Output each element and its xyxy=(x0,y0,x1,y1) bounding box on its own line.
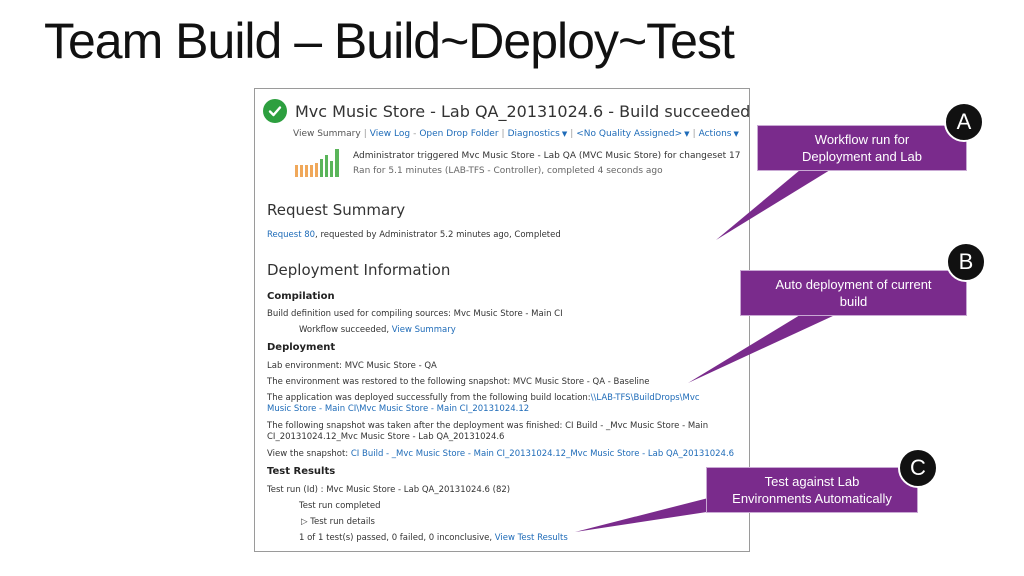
quality-menu[interactable]: <No Quality Assigned> xyxy=(576,129,683,139)
build-location-link-continued: Music Store - Main CI\Mvc Music Store - … xyxy=(267,404,529,415)
build-actions-bar: View Summary|View Log-Open Drop Folder|D… xyxy=(293,129,739,139)
request-summary-line: Request 80, requested by Administrator 5… xyxy=(267,230,561,241)
test-run-line: Test run (Id) : Mvc Music Store - Lab QA… xyxy=(267,485,511,495)
workflow-view-summary-link[interactable]: View Summary xyxy=(391,325,456,335)
diagnostics-menu[interactable]: Diagnostics xyxy=(507,129,560,139)
callout-a-pointer xyxy=(716,170,830,240)
callout-c-pointer xyxy=(575,495,720,532)
chevron-down-icon[interactable]: ▼ xyxy=(684,130,690,138)
separator: | xyxy=(363,129,367,139)
open-drop-folder-link[interactable]: Open Drop Folder xyxy=(419,129,499,139)
view-snapshot-text: View the snapshot: xyxy=(267,449,351,459)
view-snapshot-line: View the snapshot: CI Build - _Mvc Music… xyxy=(267,449,734,460)
callout-b-pointer xyxy=(688,315,835,383)
workflow-status: Workflow succeeded, xyxy=(299,325,392,335)
deployment-information-heading: Deployment Information xyxy=(267,261,451,279)
view-log-link[interactable]: View Log xyxy=(369,129,411,139)
build-history-chart-icon xyxy=(295,149,339,177)
test-run-completed: Test run completed xyxy=(299,501,381,511)
callout-b-line-1: Auto deployment of current xyxy=(775,277,932,292)
callout-a-line-2: Deployment and Lab xyxy=(802,149,922,164)
build-header: Mvc Music Store - Lab QA_20131024.6 - Bu… xyxy=(263,99,750,123)
callout-b-badge: B xyxy=(946,242,986,282)
slide-title: Team Build – Build~Deploy~Test xyxy=(44,13,735,69)
build-summary-panel: Mvc Music Store - Lab QA_20131024.6 - Bu… xyxy=(254,88,750,552)
callout-a-badge: A xyxy=(944,102,984,142)
run-duration-info: Ran for 5.1 minutes (LAB-TFS - Controlle… xyxy=(353,166,663,176)
chevron-down-icon[interactable]: ▼ xyxy=(561,130,568,138)
callout-c-badge: C xyxy=(898,448,938,488)
request-link[interactable]: Request 80 xyxy=(267,230,316,240)
callout-b-line-2: build xyxy=(839,294,868,309)
check-circle-icon xyxy=(263,99,287,123)
test-summary-line: 1 of 1 test(s) passed, 0 failed, 0 incon… xyxy=(299,533,568,544)
trigger-info: Administrator triggered Mvc Music Store … xyxy=(353,151,741,161)
separator: - xyxy=(413,129,417,139)
snapshot-taken-line: The following snapshot was taken after t… xyxy=(267,421,709,431)
test-results-heading: Test Results xyxy=(267,466,336,477)
callout-a-line-1: Workflow run for xyxy=(814,132,910,147)
deployed-from-line: The application was deployed successfull… xyxy=(267,393,700,404)
snapshot-link[interactable]: CI Build - _Mvc Music Store - Main CI_20… xyxy=(350,449,735,459)
environment-restored-line: The environment was restored to the foll… xyxy=(267,377,650,387)
deployment-heading: Deployment xyxy=(267,342,336,353)
build-definition-line: Build definition used for compiling sour… xyxy=(267,309,563,319)
lab-environment-line: Lab environment: MVC Music Store - QA xyxy=(267,361,437,371)
separator: | xyxy=(501,129,505,139)
test-summary-text: 1 of 1 test(s) passed, 0 failed, 0 incon… xyxy=(299,533,495,543)
workflow-line: Workflow succeeded, View Summary xyxy=(299,325,456,336)
request-details: , requested by Administrator 5.2 minutes… xyxy=(315,230,561,240)
snapshot-taken-line-2: CI_20131024.12_Mvc Music Store - Lab QA_… xyxy=(267,432,505,442)
view-summary-link[interactable]: View Summary xyxy=(293,129,361,139)
separator: | xyxy=(692,129,696,139)
callout-c-line-1: Test against Lab xyxy=(764,474,860,489)
deployed-from-text: The application was deployed successfull… xyxy=(267,393,591,403)
compilation-heading: Compilation xyxy=(267,291,335,302)
request-summary-heading: Request Summary xyxy=(267,201,406,219)
actions-menu[interactable]: Actions xyxy=(698,129,732,139)
callout-b: Auto deployment of current build xyxy=(740,270,967,316)
build-location-link[interactable]: \\LAB-TFS\BuildDrops\Mvc xyxy=(590,393,700,403)
test-run-details-toggle[interactable]: ▷ Test run details xyxy=(301,517,375,527)
build-title: Mvc Music Store - Lab QA_20131024.6 - Bu… xyxy=(295,101,750,121)
build-location-link-part2[interactable]: Music Store - Main CI\Mvc Music Store - … xyxy=(267,404,530,414)
chevron-down-icon[interactable]: ▼ xyxy=(733,130,739,138)
separator: | xyxy=(570,129,574,139)
callout-c-line-2: Environments Automatically xyxy=(732,491,892,506)
view-test-results-link[interactable]: View Test Results xyxy=(494,533,568,543)
